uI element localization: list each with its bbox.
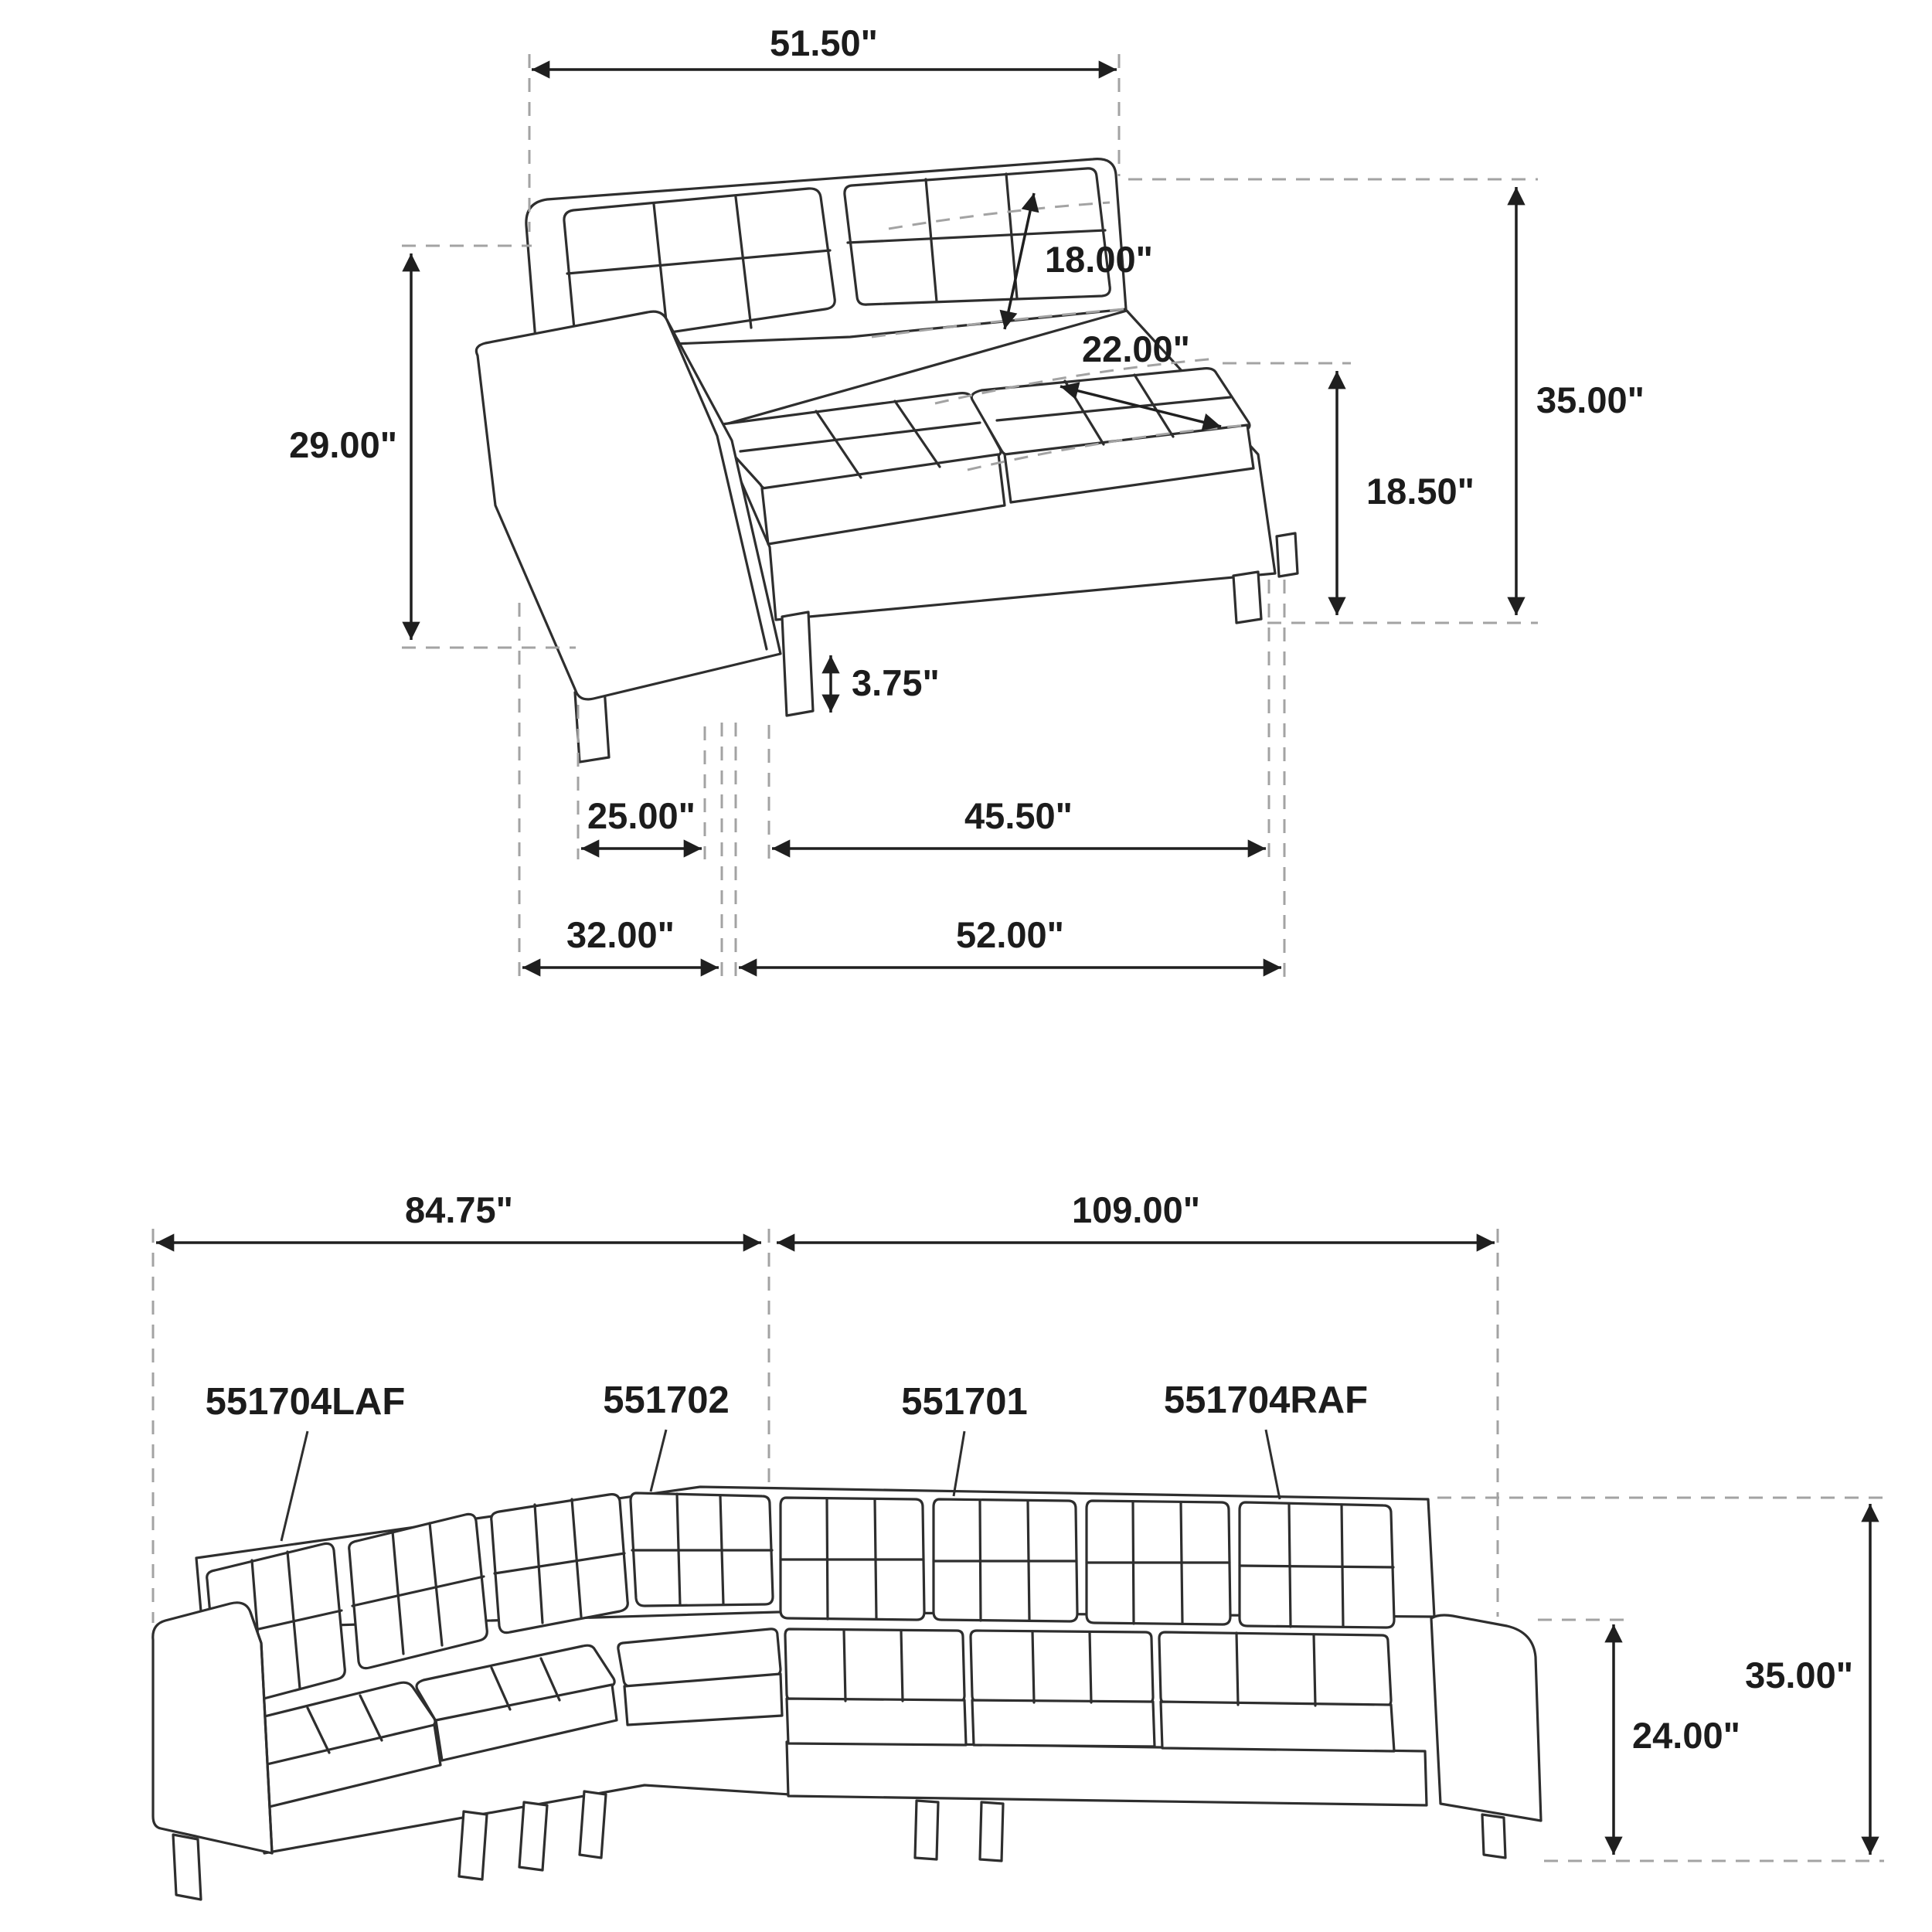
sectional-leg-1 xyxy=(172,1833,202,1901)
back-cushion-left xyxy=(563,187,836,346)
part-label-armless-left: 551702 xyxy=(603,1379,730,1421)
loveseat-leg-mid xyxy=(781,611,815,717)
sectional-leg-7 xyxy=(1481,1813,1507,1859)
dim-left-width: 84.75" xyxy=(156,1189,761,1252)
sectional-dimensions: 84.75" 109.00" 35.00" 24.00" xyxy=(156,1189,1879,1855)
dim-sectional-overall-height: 35.00" xyxy=(1745,1504,1879,1855)
dim-top-width-label: 51.50" xyxy=(770,22,878,63)
dim-overall-height: 35.00" xyxy=(1507,187,1645,615)
loveseat-leg-back-right xyxy=(1275,532,1299,578)
dim-back-cushion-label: 18.00" xyxy=(1045,239,1153,280)
dim-overall-height-label: 35.00" xyxy=(1536,379,1645,420)
sectional-leg-5 xyxy=(913,1799,940,1861)
sectional-leg-2 xyxy=(457,1810,488,1881)
dim-left-width-label: 84.75" xyxy=(405,1189,513,1230)
dim-seat-height: 18.50" xyxy=(1328,371,1475,615)
dim-back-height-label: 29.00" xyxy=(289,424,397,465)
sectional-view: 551704LAF 551702 551701 551704RAF 84.75"… xyxy=(151,1189,1884,1901)
dim-side-depth: 32.00" xyxy=(522,914,719,977)
part-label-armless-right: 551701 xyxy=(901,1381,1028,1423)
dim-seat-width-label: 45.50" xyxy=(964,795,1073,836)
sectional-back-cushion-7 xyxy=(1238,1501,1396,1629)
sectional-seat-3 xyxy=(784,1628,966,1703)
dim-leg-height-label: 3.75" xyxy=(852,662,940,703)
sectional-guide-lines xyxy=(151,1229,1884,1862)
sectional-line-art xyxy=(151,1485,1543,1901)
loveseat-dimensions: 51.50" 18.00" 22.00" 35.00" 29.00" 18.50… xyxy=(289,22,1645,977)
dim-seat-depth: 22.00" xyxy=(1060,328,1222,431)
sectional-part-leaders xyxy=(280,1429,1281,1542)
dim-overall-width: 52.00" xyxy=(739,914,1281,977)
dim-side-depth-label: 32.00" xyxy=(566,914,675,955)
dim-seat-width: 45.50" xyxy=(772,795,1266,858)
part-label-laf: 551704LAF xyxy=(206,1381,406,1423)
dim-sectional-height-label: 35.00" xyxy=(1745,1655,1853,1696)
sectional-seat-5 xyxy=(1158,1631,1393,1708)
dim-arm-front-width-label: 25.00" xyxy=(587,795,696,836)
loveseat-view: 51.50" 18.00" 22.00" 35.00" 29.00" 18.50… xyxy=(289,22,1645,980)
dim-sectional-arm-height-label: 24.00" xyxy=(1632,1715,1740,1756)
sectional-part-labels: 551704LAF 551702 551701 551704RAF xyxy=(206,1379,1368,1423)
dim-right-width-label: 109.00" xyxy=(1072,1189,1200,1230)
sectional-leg-3 xyxy=(518,1801,549,1872)
dim-seat-depth-label: 22.00" xyxy=(1082,328,1190,369)
dim-arm-front-width: 25.00" xyxy=(581,795,702,858)
dim-leg-height: 3.75" xyxy=(821,655,940,713)
sectional-leg-6 xyxy=(978,1801,1005,1862)
part-label-raf: 551704RAF xyxy=(1164,1379,1368,1421)
sectional-right-arm xyxy=(1430,1614,1543,1822)
dim-back-height: 29.00" xyxy=(289,253,420,640)
dim-back-cushion-arrow xyxy=(999,192,1039,330)
dim-right-width: 109.00" xyxy=(777,1189,1495,1252)
sectional-seat-4 xyxy=(969,1629,1155,1705)
dim-overall-width-label: 52.00" xyxy=(956,914,1064,955)
dim-seat-height-label: 18.50" xyxy=(1366,471,1475,512)
dim-sectional-arm-height: 24.00" xyxy=(1604,1624,1740,1855)
sectional-left-arm xyxy=(151,1601,274,1855)
dim-back-cushion-height: 18.00" xyxy=(999,192,1153,330)
loveseat-leg-front-right xyxy=(1232,570,1263,624)
dim-top-width: 51.50" xyxy=(532,22,1117,79)
dim-seat-depth-arrow xyxy=(1060,382,1222,431)
sectional-leg-4 xyxy=(578,1790,607,1859)
loveseat-left-arm xyxy=(474,310,782,701)
